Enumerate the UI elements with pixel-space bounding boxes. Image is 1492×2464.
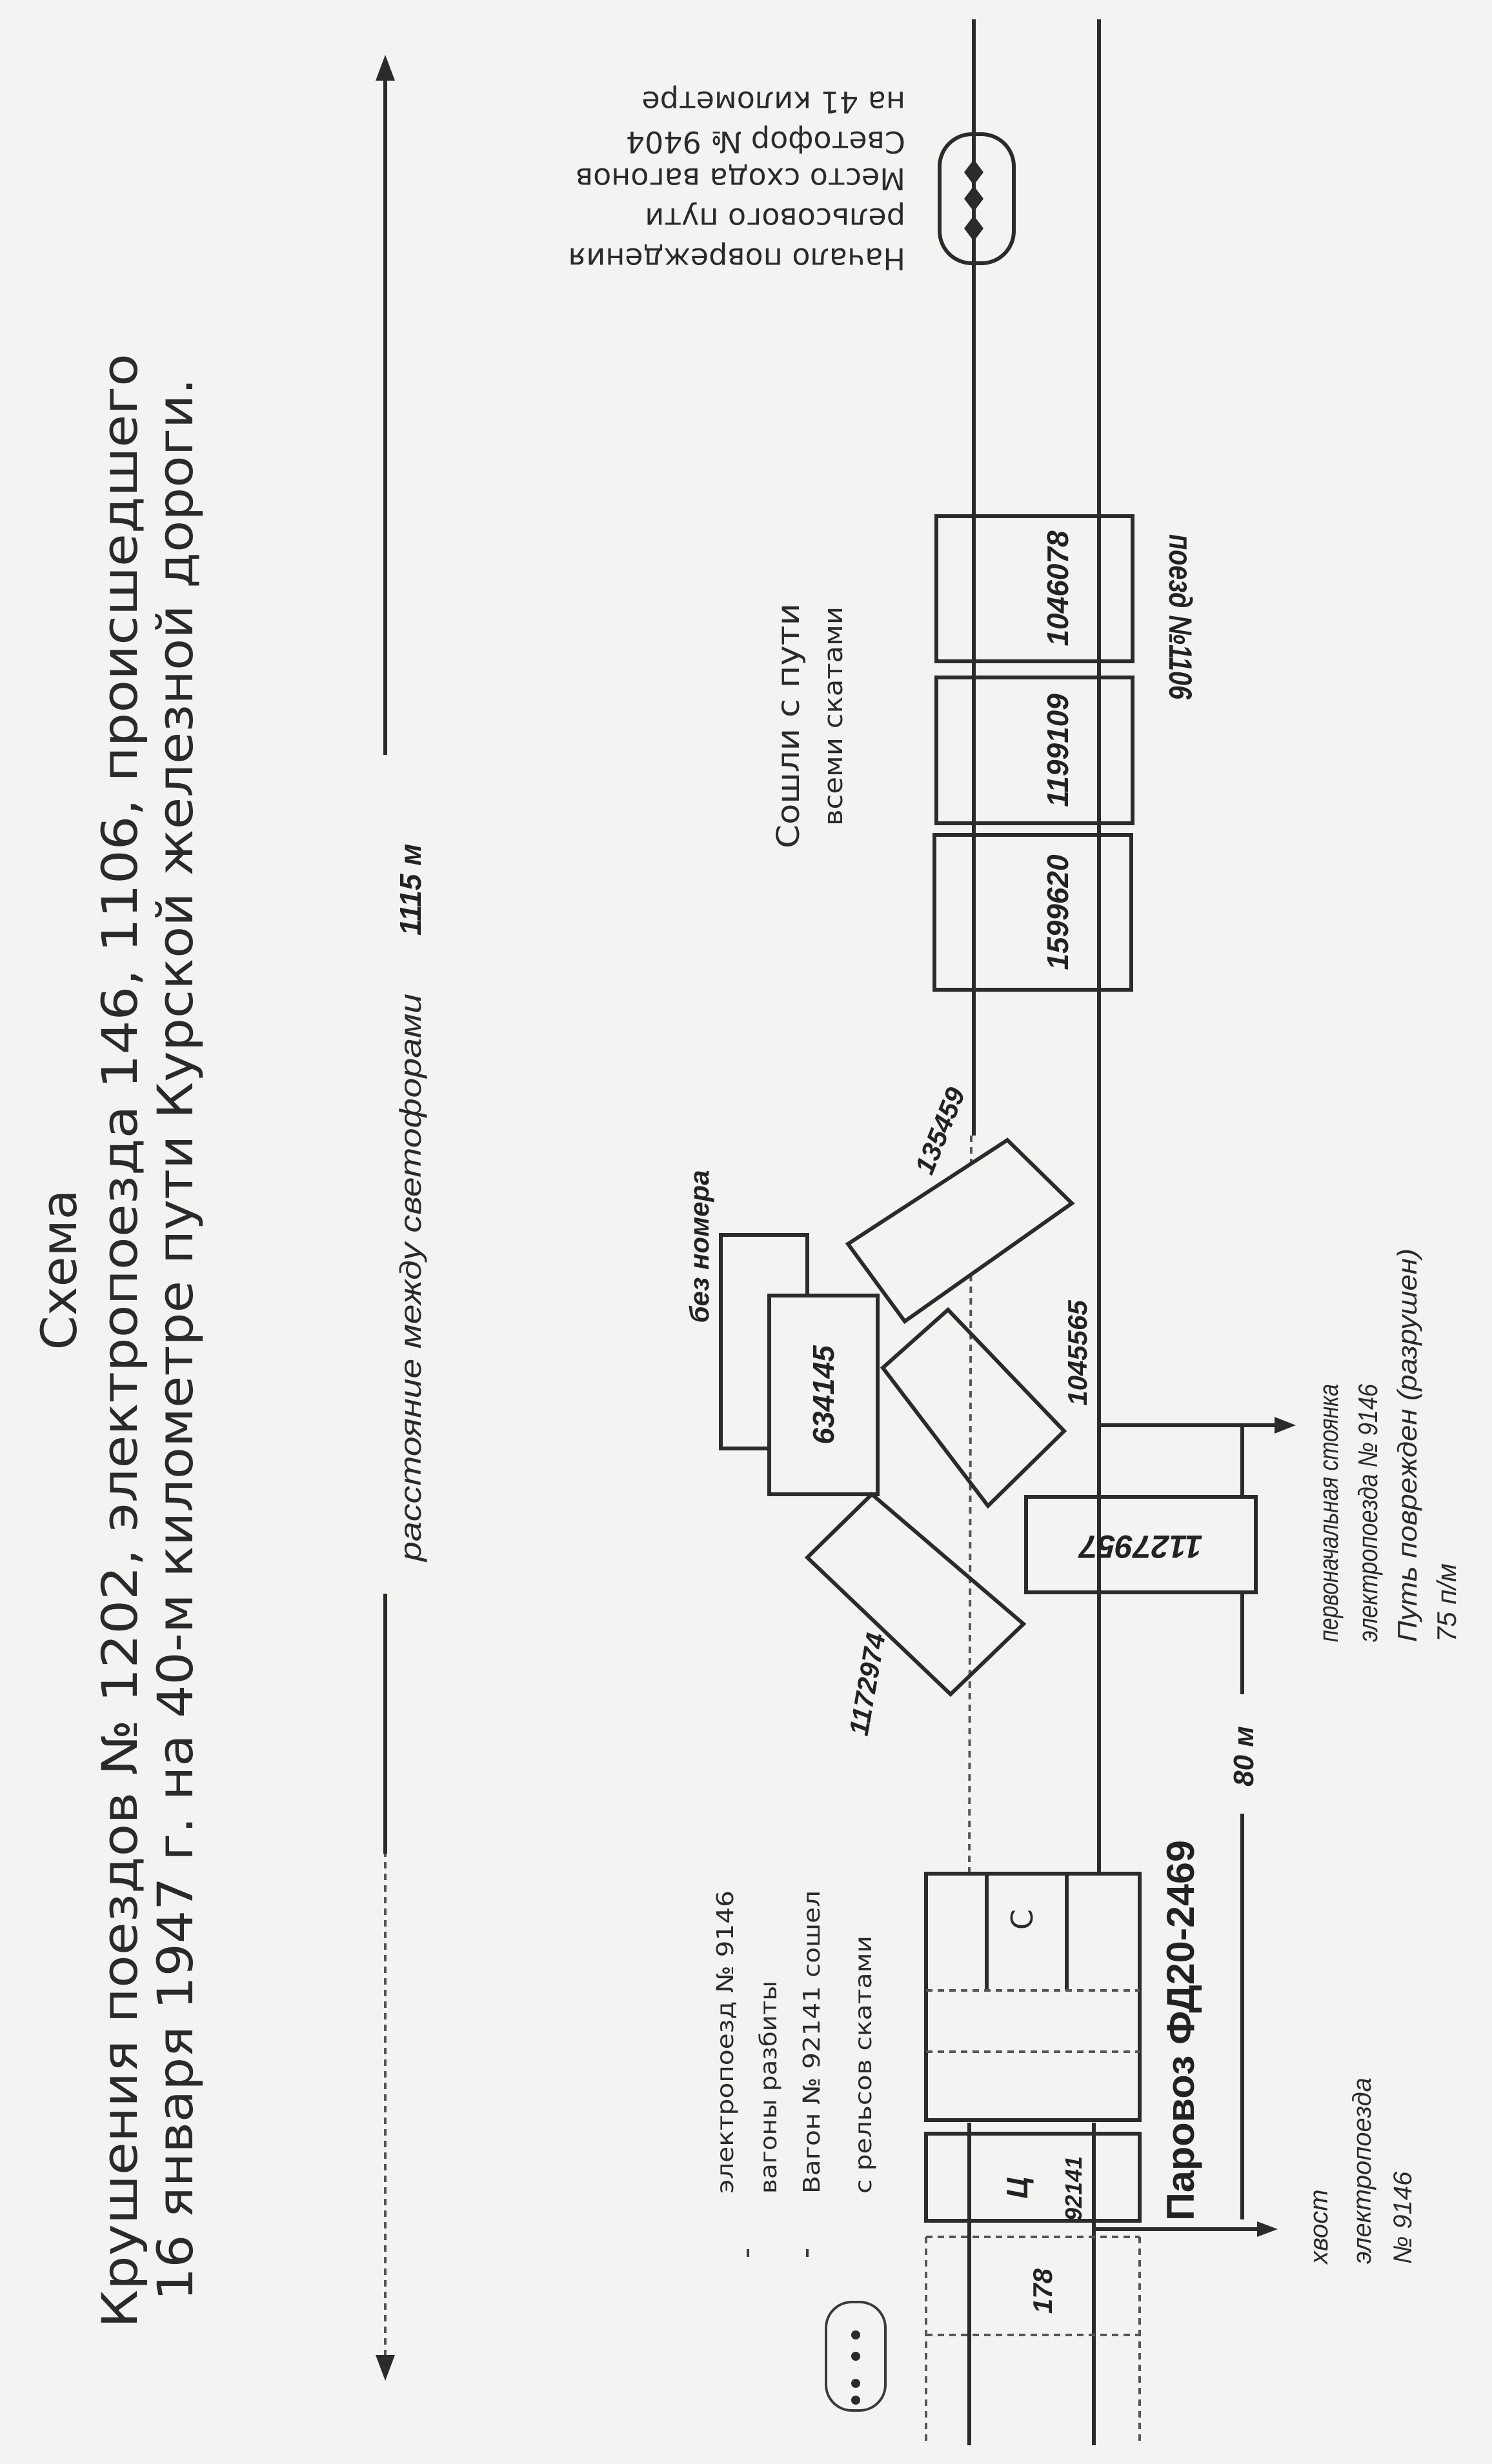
arrow-down-icon	[376, 2355, 395, 2381]
locomotive-fd20-2469	[924, 1872, 1142, 2122]
emu-note-line: вагоны разбиты	[756, 1981, 782, 2194]
emu-note-line: электропоезд № 9146	[712, 1890, 739, 2194]
distance-label: расстояние между светофорами	[394, 994, 427, 1563]
emu-note-line: с рельсов скатами	[851, 1936, 877, 2194]
original-stop-marker	[1099, 1417, 1296, 1694]
tail-note-line: электропоезда	[1348, 2078, 1376, 2264]
title-line-2: 16 января 1947 г. на 40-м километре пути…	[146, 378, 204, 2301]
stop-note-line: электропоезда № 9146	[1353, 1383, 1383, 1642]
tender-mark: С	[1005, 1909, 1040, 1930]
signal-note-line: Место схода вагонов	[576, 161, 905, 196]
car-box	[934, 514, 1134, 663]
derailed-note-line: всеми скатами	[819, 606, 849, 826]
car-number: 1599620	[1041, 854, 1074, 970]
train-1106-cars	[932, 514, 1134, 992]
emu-note-line: Вагон № 92141 сошел	[799, 1890, 825, 2194]
dimension-80m: 80 м	[1228, 1726, 1260, 1787]
car-number: 178	[1027, 2268, 1058, 2314]
tail-note-line: № 9146	[1389, 2171, 1417, 2264]
arrow-right-icon	[1257, 2221, 1278, 2237]
no-number-label: без номера	[684, 1170, 714, 1323]
train-1106-label: поезд №1106	[1162, 534, 1198, 700]
emu-car-178	[925, 2236, 1141, 2445]
car-box-1127957	[1024, 1495, 1258, 1594]
car-box-634145	[767, 1294, 880, 1496]
signal-note-line: рельсового пути	[645, 201, 905, 236]
car-number: 135459	[909, 1083, 971, 1178]
car-box	[932, 833, 1133, 992]
title-line-1: Крушения поездов № 1202, электропоезда 1…	[91, 354, 148, 2328]
derailed-note-line: Сошли с пути	[771, 603, 807, 848]
car-number: 1172974	[843, 1630, 891, 1738]
signal-9404-icon	[938, 132, 1016, 265]
signal-note-line: Светофор № 9404	[626, 125, 905, 159]
car-number: 634145	[807, 1345, 840, 1445]
locomotive-label: Паровоз ФД20-2469	[1159, 1840, 1202, 2221]
signal-note-line: на 41 километре	[641, 85, 905, 119]
car-box-135459	[845, 1137, 1075, 1325]
car-number: 92141	[1060, 2156, 1087, 2221]
emu-car-92141	[924, 2123, 1142, 2445]
tail-note-line: хвост	[1305, 2189, 1333, 2265]
scheme-heading: Схема	[30, 1190, 88, 1350]
car-box-1172974	[804, 1491, 1027, 1698]
car-number: 1046078	[1041, 530, 1074, 646]
arrow-right-icon	[1275, 1417, 1296, 1434]
stop-note-line: Путь поврежден (разрушен)	[1392, 1248, 1422, 1642]
car-box	[934, 676, 1134, 825]
car-number: 1199109	[1041, 694, 1074, 807]
stop-note-line: 75 п/м	[1431, 1563, 1462, 1642]
stop-note-line: первоначальная стоянка	[1313, 1384, 1344, 1642]
arrow-up-icon	[376, 55, 395, 81]
car-box-1045565	[880, 1307, 1067, 1509]
distance-value: 1115 м	[394, 844, 427, 936]
car-number: 1045565	[1062, 1300, 1093, 1406]
car-number: 1127957	[1078, 1528, 1202, 1565]
signal-tail-icon	[825, 2301, 887, 2412]
car-mark: Ц	[1000, 2177, 1034, 2199]
signal-note-line: Начало повреждения	[569, 241, 905, 276]
signal-distance-dimension	[376, 55, 395, 2381]
